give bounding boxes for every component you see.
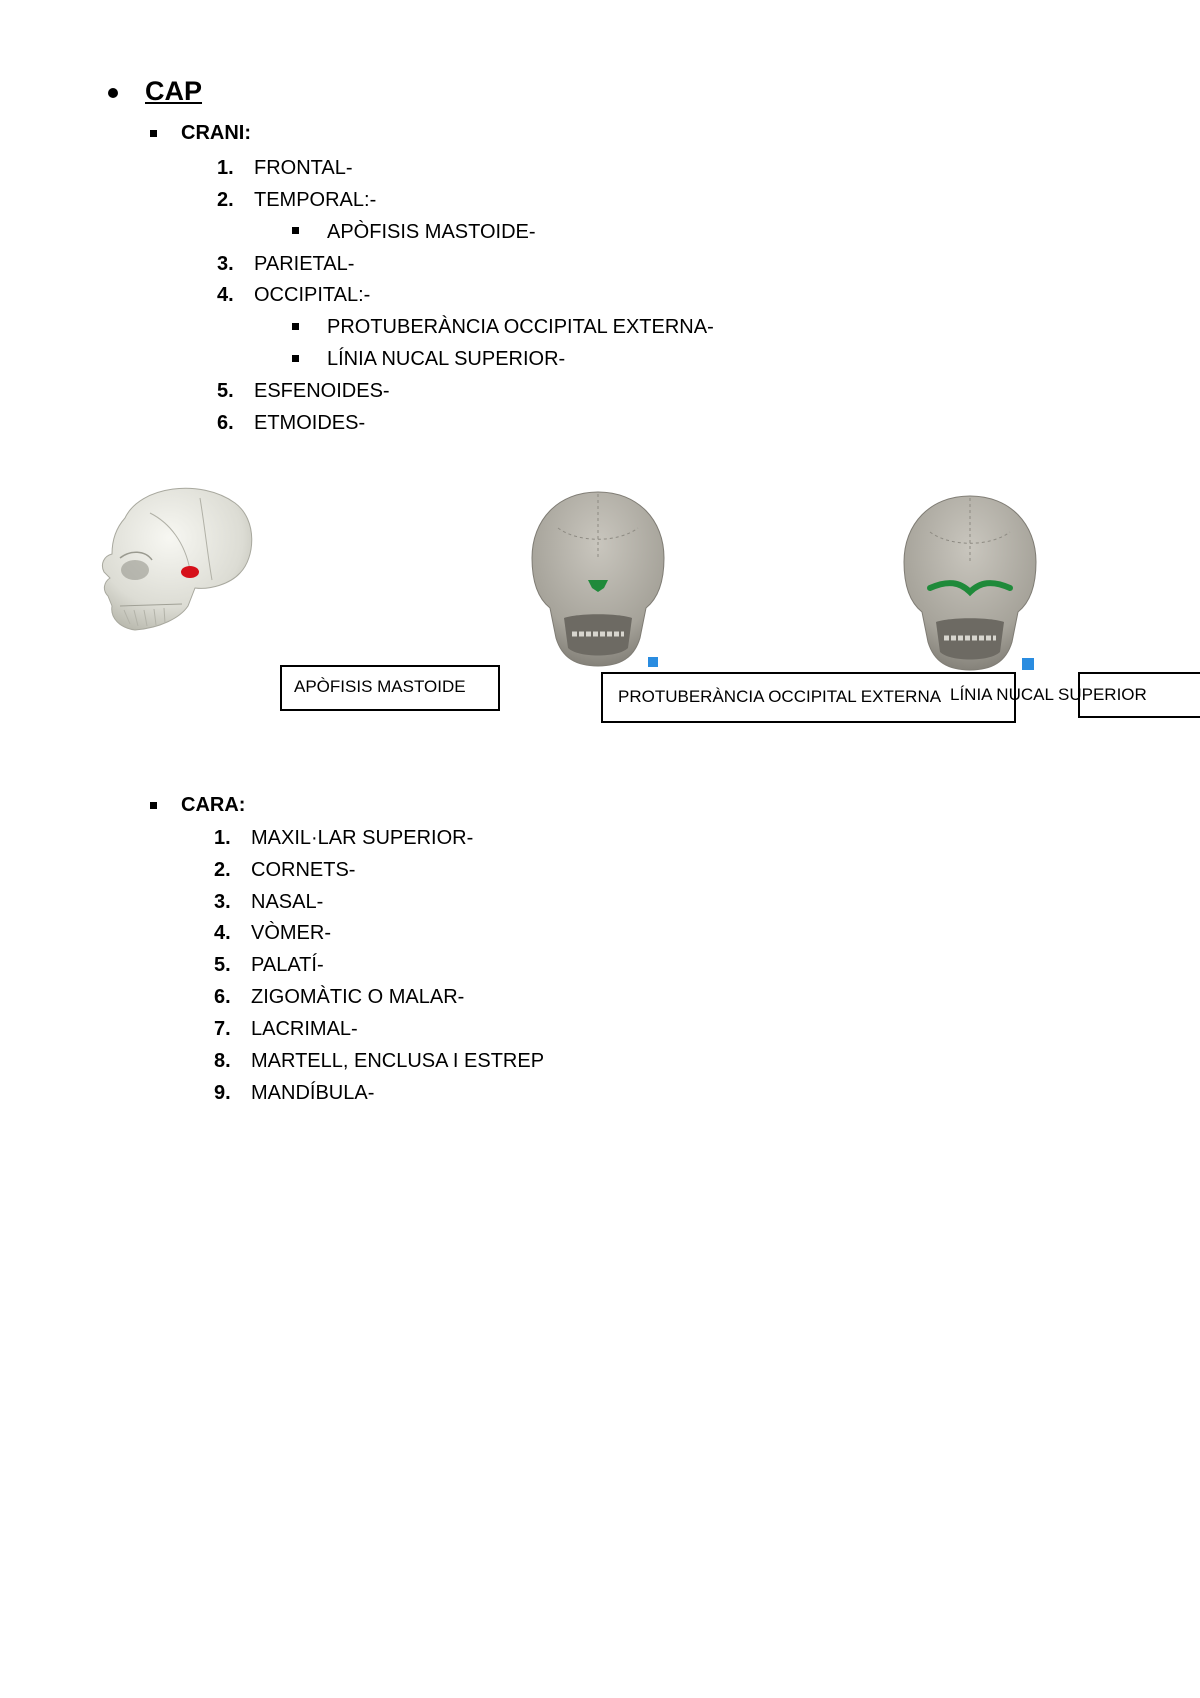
image-badge-icon: [648, 657, 658, 667]
item-text: TEMPORAL:-: [254, 189, 377, 211]
protuberance-highlight: [588, 580, 608, 592]
item-text: VÒMER-: [251, 922, 331, 944]
subitem-bullet: [292, 355, 299, 362]
heading-bullet: [108, 88, 118, 98]
item-number: 6.: [217, 412, 234, 434]
item-number: 6.: [214, 986, 231, 1008]
subitem-bullet: [292, 323, 299, 330]
subitem-text: PROTUBERÀNCIA OCCIPITAL EXTERNA-: [327, 316, 714, 338]
label-protuberancia-occipital-externa: PROTUBERÀNCIA OCCIPITAL EXTERNA: [601, 672, 1016, 723]
item-text: MANDÍBULA-: [251, 1082, 375, 1104]
item-text: MAXIL·LAR SUPERIOR-: [251, 827, 474, 849]
item-number: 3.: [217, 253, 234, 275]
item-text: OCCIPITAL:-: [254, 284, 371, 306]
subsection-title-crani: CRANI:: [181, 122, 251, 144]
item-text: MARTELL, ENCLUSA I ESTREP: [251, 1050, 545, 1072]
label-apofisis-mastoide: APÒFISIS MASTOIDE: [280, 665, 500, 711]
mastoid-highlight: [181, 566, 199, 578]
item-text: ESFENOIDES-: [254, 380, 390, 402]
subitem-bullet: [292, 227, 299, 234]
skull-posterior-nuchal-line-image: [903, 495, 1037, 671]
cara-bullet: [150, 802, 157, 809]
item-number: 1.: [217, 157, 234, 179]
item-number: 8.: [214, 1050, 231, 1072]
item-text: PALATÍ-: [251, 954, 324, 976]
item-text: FRONTAL-: [254, 157, 353, 179]
item-text: PARIETAL-: [254, 253, 355, 275]
item-number: 4.: [217, 284, 234, 306]
subitem-text: APÒFISIS MASTOIDE-: [327, 221, 536, 243]
item-text: CORNETS-: [251, 859, 356, 881]
crani-bullet: [150, 130, 157, 137]
subsection-title-cara: CARA:: [181, 794, 246, 816]
image-badge-icon: [1022, 658, 1034, 670]
item-number: 4.: [214, 922, 231, 944]
skull-lateral-image: [101, 487, 253, 631]
item-text: NASAL-: [251, 891, 324, 913]
section-heading-cap: CAP: [145, 76, 203, 106]
item-number: 2.: [217, 189, 234, 211]
skull-posterior-protuberance-image: [531, 491, 665, 667]
item-number: 1.: [214, 827, 231, 849]
item-text: ZIGOMÀTIC O MALAR-: [251, 986, 465, 1008]
item-number: 9.: [214, 1082, 231, 1104]
item-number: 3.: [214, 891, 231, 913]
label-linia-nucal-superior: LÍNIA NUCAL SUPERIOR: [950, 685, 1147, 704]
item-text: LACRIMAL-: [251, 1018, 358, 1040]
subitem-text: LÍNIA NUCAL SUPERIOR-: [327, 348, 566, 370]
nuchal-line-highlight: [927, 580, 1013, 597]
item-number: 2.: [214, 859, 231, 881]
item-number: 7.: [214, 1018, 231, 1040]
item-number: 5.: [214, 954, 231, 976]
item-text: ETMOIDES-: [254, 412, 366, 434]
item-number: 5.: [217, 380, 234, 402]
label-linia-nucal-superior-box: [1078, 672, 1200, 718]
